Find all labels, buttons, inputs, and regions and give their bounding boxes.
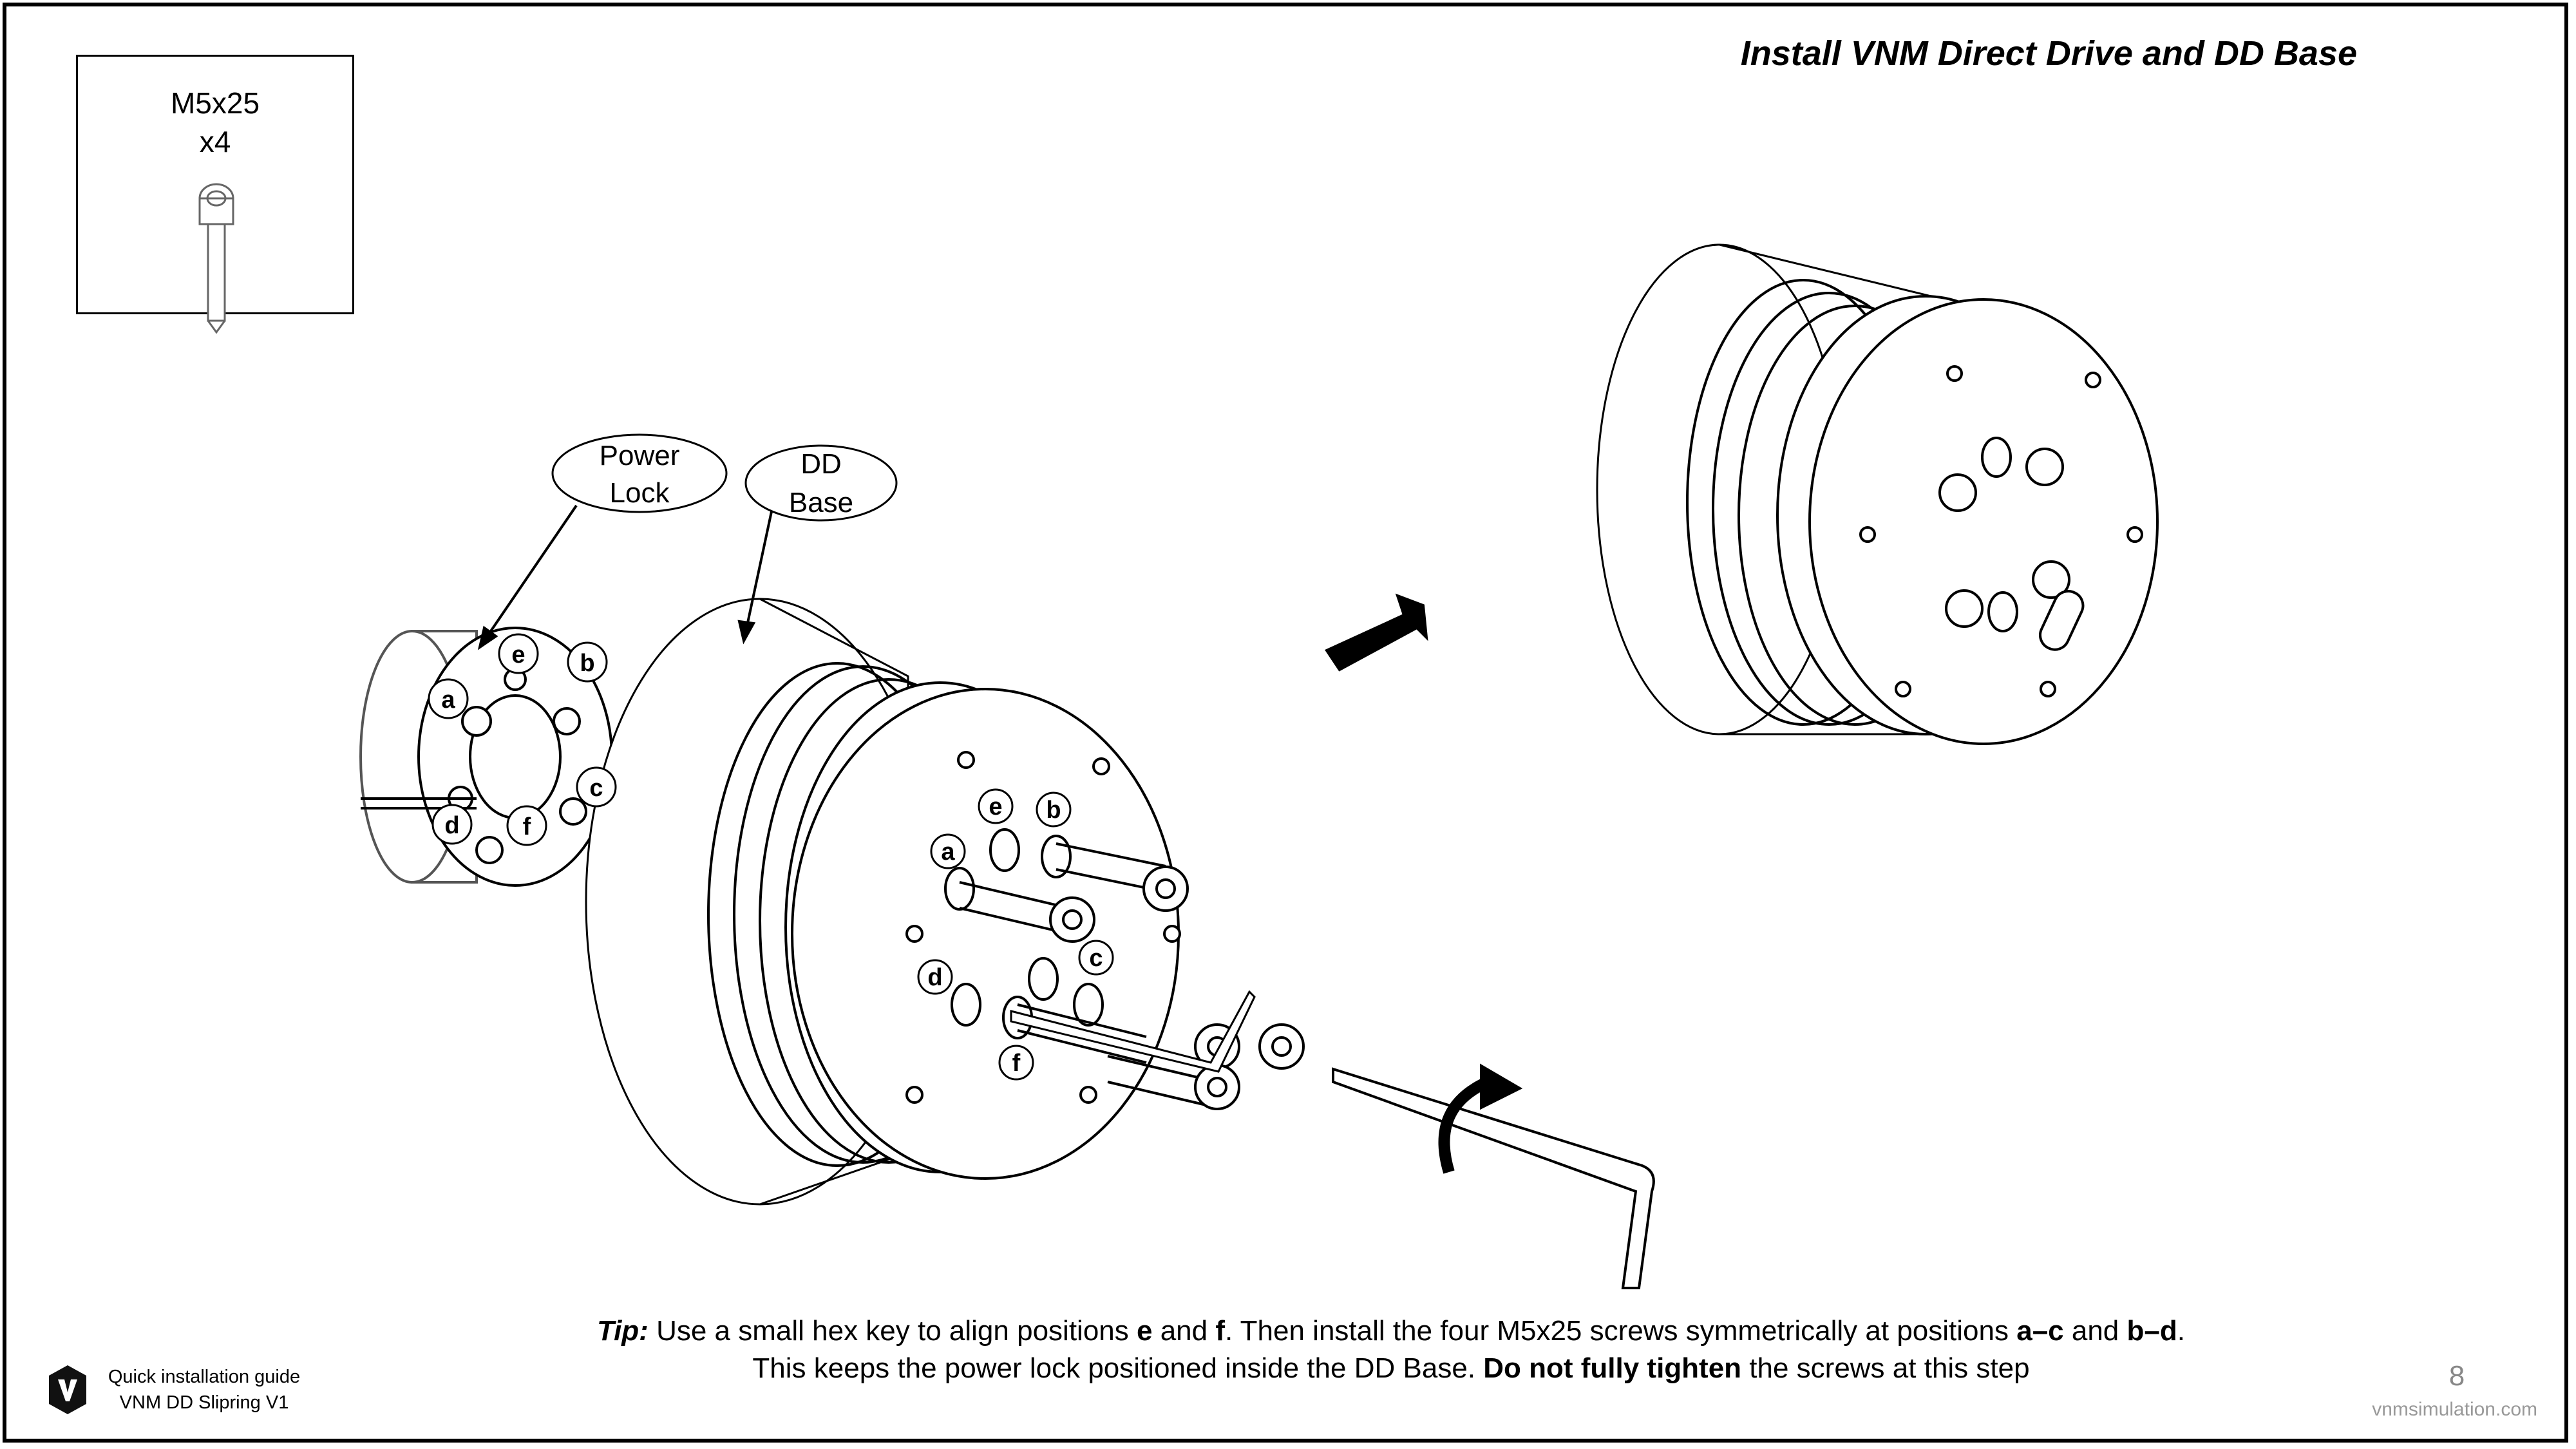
powerlock-positions — [428, 633, 617, 846]
tip-t2: and — [1152, 1315, 1216, 1347]
tip-f: f — [1215, 1315, 1225, 1347]
parts-box: M5x25 x4 — [76, 55, 354, 334]
footer-line-2: VNM DD Slipring V1 — [119, 1392, 289, 1413]
part-name: M5x25 — [170, 86, 260, 120]
callout-power-lock: Power Lock — [551, 433, 728, 513]
tip-e: e — [1136, 1315, 1153, 1347]
tip-label: Tip: — [597, 1315, 649, 1347]
tip-bold2: Do not fully tighten — [1483, 1352, 1742, 1384]
base-letter-d: d — [927, 964, 942, 991]
tip-ac: a–c — [2016, 1315, 2064, 1347]
part-quantity: x4 — [199, 125, 231, 158]
base-letter-a: a — [941, 838, 955, 866]
callout-power-lock-line1: Power — [600, 440, 680, 471]
page-number: 8 — [2448, 1360, 2465, 1392]
pl-letter-b: b — [580, 650, 594, 677]
small-hex-key — [1010, 990, 1256, 1073]
pl-letter-e: e — [511, 641, 525, 668]
tip-t5: . — [2177, 1315, 2185, 1347]
tip-line-1: Tip: Use a small hex key to align positi… — [489, 1312, 2293, 1350]
pl-letter-d: d — [444, 812, 459, 839]
arrow-icon — [1325, 593, 1428, 672]
assembled-unit — [1596, 243, 2159, 745]
callout-power-lock-line2: Lock — [610, 477, 670, 509]
base-letter-e: e — [989, 793, 1002, 820]
base-positions — [917, 788, 1114, 1081]
screw-icon — [198, 183, 234, 334]
base-letter-b: b — [1046, 797, 1061, 824]
pl-letter-a: a — [441, 687, 455, 714]
pl-letter-c: c — [589, 775, 603, 802]
tip-t7: the screws at this step — [1741, 1352, 2030, 1384]
tip-t3: . Then install the four M5x25 screws sym… — [1225, 1315, 2017, 1347]
page-frame — [3, 3, 2568, 1443]
tip-t6: This keeps the power lock positioned ins… — [752, 1352, 1484, 1384]
footer-line-1: Quick installation guide — [108, 1367, 301, 1387]
callout-dd-base-line1: DD — [800, 448, 842, 480]
tip-t1: Use a small hex key to align positions — [648, 1315, 1137, 1347]
tip-text: Tip: Use a small hex key to align positi… — [489, 1312, 2293, 1387]
vnm-logo-icon — [49, 1365, 86, 1414]
base-letter-f: f — [1012, 1050, 1021, 1077]
dd-base-body — [585, 598, 1181, 1206]
pl-letter-f: f — [523, 813, 531, 840]
tip-t4: and — [2063, 1315, 2127, 1347]
callout-dd-base-line2: Base — [789, 487, 853, 518]
page-title: Install VNM Direct Drive and DD Base — [1740, 34, 2357, 73]
tip-bd: b–d — [2126, 1315, 2177, 1347]
tip-line-2: This keeps the power lock positioned ins… — [489, 1350, 2293, 1387]
rotate-arrow-icon — [1438, 1076, 1490, 1174]
screws — [959, 842, 1305, 1110]
base-letter-c: c — [1089, 945, 1103, 972]
hex-key-icon — [1332, 1067, 1655, 1289]
callout-dd-base: DD Base — [744, 444, 898, 522]
footer-guide: Quick installation guide VNM DD Slipring… — [91, 1364, 317, 1416]
website-link[interactable]: vnmsimulation.com — [2372, 1399, 2537, 1420]
